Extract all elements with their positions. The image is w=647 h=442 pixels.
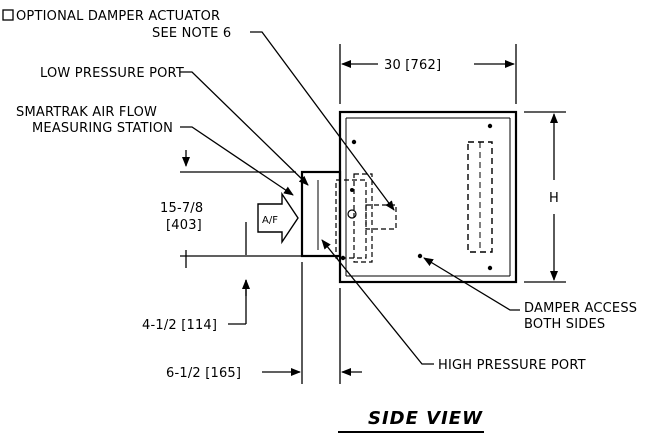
station-label-line1: SMARTRAK AIR FLOW: [16, 105, 157, 120]
damper-access-leader: [423, 257, 520, 311]
fastener-dot: [351, 139, 357, 145]
station-leader: [180, 126, 294, 196]
dim-width-text: 30 [762]: [384, 58, 441, 73]
fastener-dot: [350, 188, 354, 192]
damper-access-label1: DAMPER ACCESS: [524, 301, 637, 316]
optional-checkbox-icon: [2, 9, 14, 21]
fastener-dot: [487, 123, 493, 129]
low-pressure-leader: [180, 71, 309, 186]
fastener-dot: [487, 265, 493, 271]
view-title: SIDE VIEW: [368, 408, 483, 429]
dim-height-text: H: [549, 191, 559, 206]
high-pressure-label: HIGH PRESSURE PORT: [438, 358, 586, 373]
low-pressure-label: LOW PRESSURE PORT: [40, 66, 184, 81]
dim-offset2-text: 6-1/2 [165]: [166, 366, 241, 381]
airflow-arrow-icon: [257, 191, 299, 245]
fastener-dot: [417, 253, 423, 259]
station-label-line2: MEASURING STATION: [32, 121, 173, 136]
high-pressure-leader: [321, 239, 434, 365]
airflow-label: A/F: [262, 215, 278, 226]
actuator-label-line2: SEE NOTE 6: [152, 26, 231, 41]
dim-inlet-height-text2: [403]: [166, 218, 202, 233]
actuator-outline-a: [335, 179, 367, 259]
actuator-leader: [250, 31, 395, 211]
actuator-label-line1: OPTIONAL DAMPER ACTUATOR: [16, 9, 220, 24]
dim-inlet-height-text1: 15-7/8: [160, 201, 203, 216]
damper-access-label2: BOTH SIDES: [524, 317, 605, 332]
terminal-box-outline: [338, 110, 518, 284]
actuator-outline-c: [353, 173, 373, 263]
actuator-shaft: [347, 209, 357, 219]
dim-offset1-text: 4-1/2 [114]: [142, 318, 217, 333]
actuator-outline-b: [365, 204, 397, 230]
